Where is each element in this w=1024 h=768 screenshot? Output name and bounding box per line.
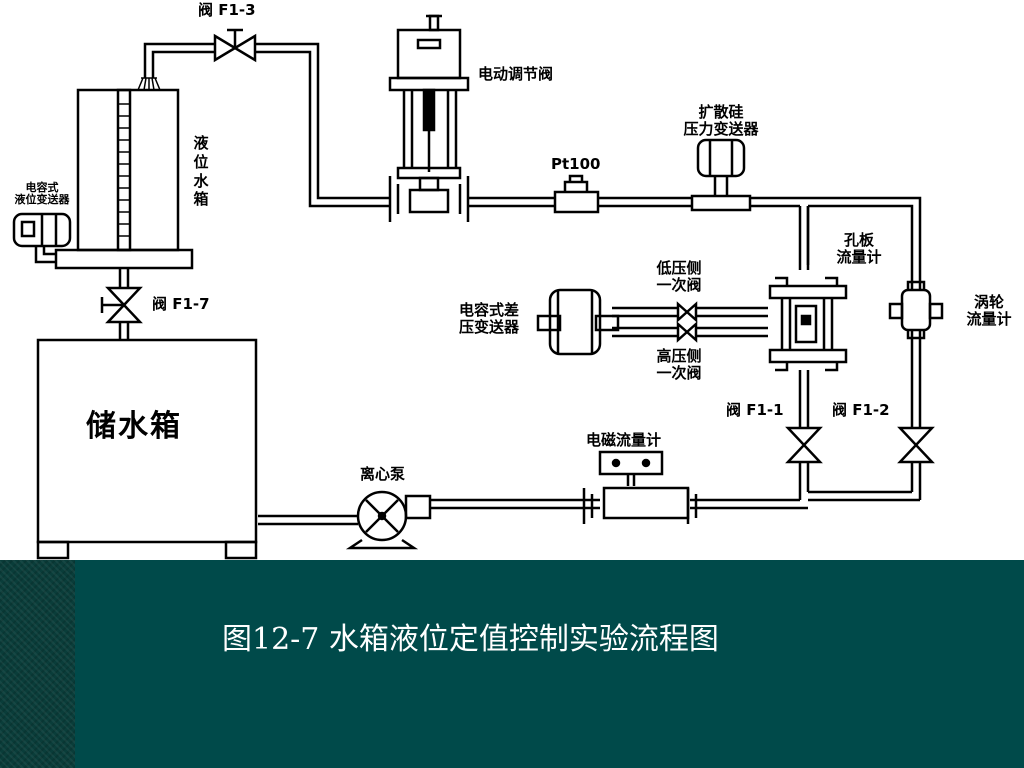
- label-level-transmitter: 电容式 液位变送器: [0, 181, 84, 207]
- dp-transmitter-symbol: [536, 288, 620, 356]
- label-dp-transmitter: 电容式差 压变送器: [444, 302, 534, 335]
- label-turbine-line1: 涡轮: [973, 293, 1004, 311]
- label-pressure-transmitter: 扩散硅 压力变送器: [666, 104, 776, 137]
- pressure-transmitter-symbol: [690, 138, 752, 212]
- level-transmitter-symbol: [12, 212, 72, 248]
- label-valve-f1-2: 阀 F1-2: [832, 401, 890, 419]
- label-electric-valve: 电动调节阀: [478, 65, 554, 83]
- valve-f1-3-symbol: [213, 28, 257, 63]
- storage-tank-shape: [36, 338, 258, 560]
- pump-symbol: [345, 490, 432, 550]
- label-level-transmitter-line1: 电容式: [25, 181, 59, 194]
- label-high-side-line1: 高压侧: [656, 347, 702, 365]
- em-flowmeter-symbol: [582, 450, 698, 524]
- label-dp-line1: 电容式差: [458, 301, 519, 319]
- valve-f1-1-symbol: [785, 426, 823, 464]
- label-level-tank: 液位水箱: [193, 134, 209, 209]
- label-pt100: Pt100: [551, 155, 601, 173]
- label-turbine-flowmeter: 涡轮 流量计: [954, 294, 1024, 327]
- label-dp-line2: 压变送器: [458, 317, 519, 336]
- turbine-flowmeter-symbol: [888, 280, 944, 340]
- label-high-side-valve: 高压侧 一次阀: [644, 348, 714, 381]
- label-em-flowmeter: 电磁流量计: [586, 431, 662, 449]
- electric-valve-symbol: [388, 14, 470, 222]
- level-tank: [54, 77, 194, 270]
- label-low-side-line2: 一次阀: [656, 275, 702, 294]
- label-orifice-line1: 孔板: [843, 231, 874, 249]
- label-turbine-line2: 流量计: [966, 309, 1012, 328]
- label-high-side-line2: 一次阀: [656, 363, 702, 382]
- label-pressure-line2: 压力变送器: [683, 119, 759, 138]
- label-pressure-line1: 扩散硅: [698, 103, 744, 121]
- valve-f1-7-symbol: [100, 286, 143, 324]
- pt100-sensor: [553, 174, 600, 214]
- valve-f1-2-symbol: [897, 426, 935, 464]
- label-orifice-line2: 流量计: [836, 247, 882, 266]
- label-level-transmitter-line2: 液位变送器: [14, 193, 70, 207]
- orifice-flowmeter-symbol: [768, 276, 848, 372]
- label-storage-tank: 储水箱: [86, 409, 182, 444]
- diagram-drawing: [12, 14, 944, 560]
- process-flow-diagram: 阀 F1-3 电动调节阀 扩散硅 压力变送器 Pt100 液位水箱 电容式 液位…: [0, 1, 1024, 560]
- figure-caption: 图12-7 水箱液位定值控制实验流程图: [222, 622, 719, 657]
- high-side-valve-symbol: [676, 321, 698, 343]
- label-pump: 离心泵: [360, 465, 406, 483]
- label-low-side-valve: 低压侧 一次阀: [644, 260, 714, 293]
- label-valve-f1-1: 阀 F1-1: [726, 401, 784, 419]
- pipes: [34, 42, 922, 526]
- caption-bar: 图12-7 水箱液位定值控制实验流程图: [0, 560, 1024, 768]
- label-orifice-flowmeter: 孔板 流量计: [824, 232, 894, 265]
- low-side-valve-symbol: [676, 301, 698, 323]
- label-valve-f1-3: 阀 F1-3: [198, 1, 256, 19]
- decorative-strip: [0, 560, 75, 768]
- label-valve-f1-7: 阀 F1-7: [152, 295, 210, 313]
- label-low-side-line1: 低压侧: [656, 259, 702, 277]
